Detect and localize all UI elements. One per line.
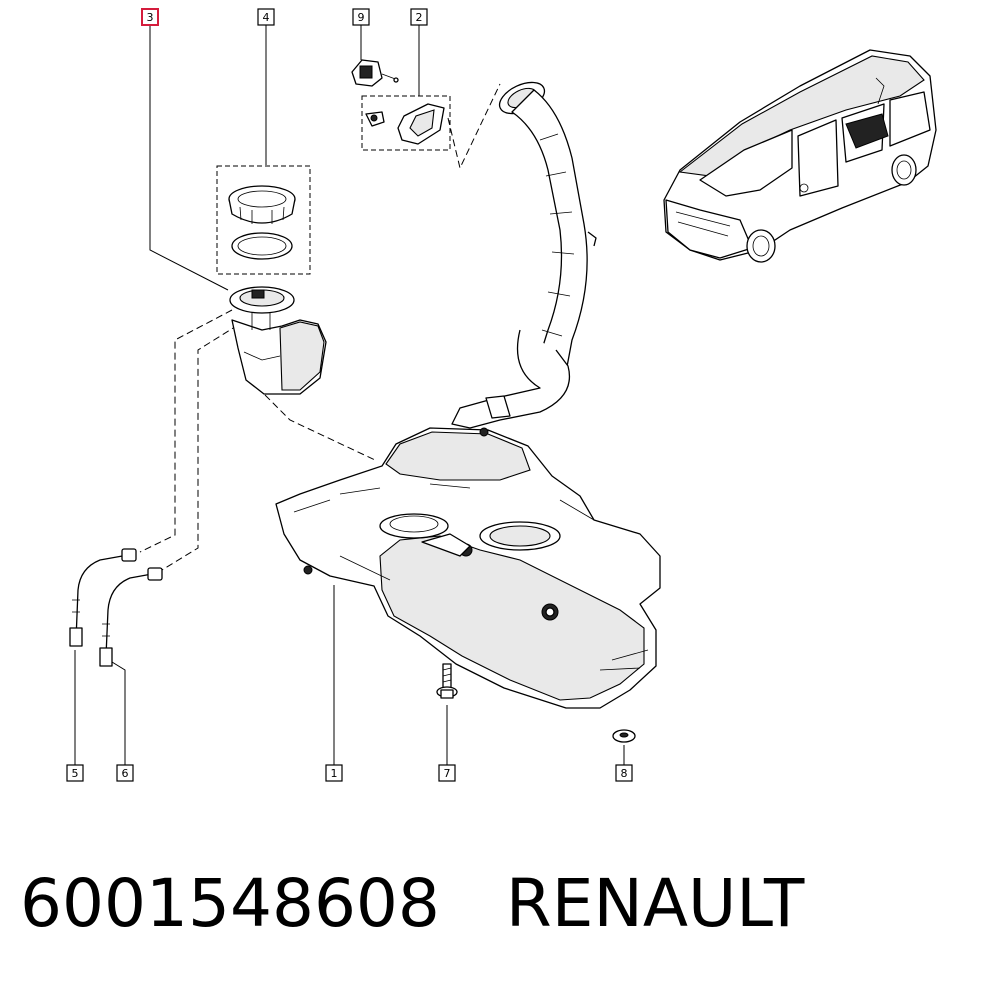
fuel-return-pipe bbox=[99, 567, 163, 667]
callout-box bbox=[615, 764, 633, 782]
flap-lock-actuator bbox=[351, 59, 399, 87]
callout-box bbox=[325, 764, 343, 782]
callout-number: 1 bbox=[331, 767, 338, 780]
callout-2[interactable]: 2 bbox=[410, 8, 428, 26]
filler-flap-group bbox=[351, 59, 451, 151]
callout-number: 4 bbox=[263, 11, 270, 24]
callout-number: 2 bbox=[416, 11, 423, 24]
assembly-dash-lines bbox=[139, 83, 501, 571]
callout-4[interactable]: 4 bbox=[257, 8, 275, 26]
callout-1[interactable]: 1 bbox=[325, 764, 343, 782]
brand-name: RENAULT bbox=[505, 864, 805, 942]
callout-5[interactable]: 5 bbox=[66, 764, 84, 782]
callout-box bbox=[438, 764, 456, 782]
callout-7[interactable]: 7 bbox=[438, 764, 456, 782]
fuel-feed-pipe bbox=[69, 548, 137, 647]
lock-ring-and-seal-group bbox=[216, 165, 311, 275]
callout-6[interactable]: 6 bbox=[116, 764, 134, 782]
callout-box bbox=[410, 8, 428, 26]
fuel-tank bbox=[275, 427, 661, 709]
callout-number: 5 bbox=[72, 767, 79, 780]
tank-seal-ring bbox=[231, 232, 293, 260]
callout-number: 7 bbox=[444, 767, 451, 780]
callout-number: 3 bbox=[147, 11, 154, 24]
part-number: 6001548608 bbox=[20, 864, 440, 942]
leader-lines bbox=[74, 25, 625, 765]
tank-bolt bbox=[436, 663, 458, 699]
callout-box bbox=[116, 764, 134, 782]
callout-number: 9 bbox=[358, 11, 365, 24]
callout-box bbox=[141, 8, 159, 26]
callout-number: 6 bbox=[122, 767, 129, 780]
callout-box bbox=[66, 764, 84, 782]
tank-washer bbox=[612, 729, 636, 743]
fuel-pump-module bbox=[229, 286, 327, 395]
callout-number: 8 bbox=[621, 767, 628, 780]
fuel-filler-neck bbox=[451, 81, 597, 429]
callout-labels: 3 4 9 2 5 6 1 7 8 bbox=[66, 8, 633, 782]
callout-8[interactable]: 8 bbox=[615, 764, 633, 782]
callout-box bbox=[257, 8, 275, 26]
locking-ring bbox=[228, 185, 296, 224]
callout-3[interactable]: 3 bbox=[141, 8, 159, 26]
callout-9[interactable]: 9 bbox=[352, 8, 370, 26]
fuel-flap bbox=[365, 103, 445, 145]
part-info-footer: 6001548608 RENAULT bbox=[20, 858, 804, 948]
callout-box bbox=[352, 8, 370, 26]
vehicle-locator-illustration bbox=[663, 49, 937, 263]
